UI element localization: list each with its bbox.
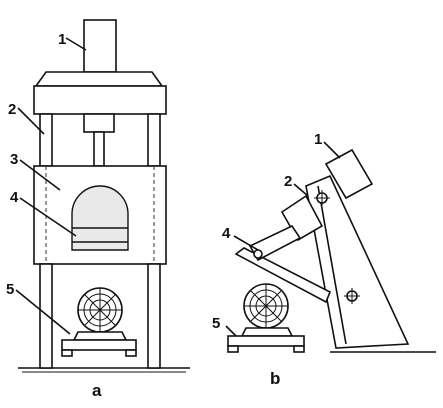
arm-pin bbox=[253, 249, 263, 259]
figure-b: 1 2 4 5 b bbox=[212, 131, 436, 388]
column-left-lower bbox=[39, 263, 53, 369]
callout-2-b: 2 bbox=[284, 173, 292, 190]
fan-stand-b bbox=[240, 327, 294, 337]
column-inner-edge bbox=[317, 185, 347, 345]
leader-2-b bbox=[293, 183, 309, 197]
piston-block bbox=[83, 113, 115, 133]
piston-rod bbox=[93, 131, 105, 167]
fan-stand bbox=[72, 331, 128, 341]
leader-2-a bbox=[17, 107, 45, 135]
fan-motor-b bbox=[227, 283, 305, 353]
column-right-upper bbox=[147, 113, 161, 167]
callout-2-a: 2 bbox=[8, 101, 16, 118]
arm-b bbox=[234, 247, 332, 304]
callout-4-b: 4 bbox=[222, 225, 231, 242]
leader-1-a bbox=[65, 37, 87, 51]
leader-5-a bbox=[15, 289, 71, 335]
cylinder-b bbox=[324, 148, 374, 200]
column-right-lower bbox=[147, 263, 161, 369]
leader-1-b bbox=[323, 141, 341, 159]
column-left-upper bbox=[39, 113, 53, 167]
leader-4-a bbox=[19, 197, 77, 237]
top-cap-plate bbox=[34, 71, 164, 87]
callout-1-a: 1 bbox=[58, 31, 66, 48]
callout-5-b: 5 bbox=[212, 315, 220, 332]
callout-1-b: 1 bbox=[314, 131, 322, 148]
figure-a: 1 2 3 4 5 a bbox=[6, 19, 190, 400]
callout-5-a: 5 bbox=[6, 281, 14, 298]
caption-b: b bbox=[270, 369, 280, 388]
fan-base-plate-b bbox=[227, 335, 305, 347]
top-beam bbox=[33, 85, 167, 115]
leader-5-b bbox=[225, 325, 237, 337]
cylinder-top bbox=[83, 19, 117, 73]
fan-motor-a bbox=[61, 287, 137, 357]
fan-base-plate bbox=[61, 339, 137, 351]
callout-4-a: 4 bbox=[10, 189, 19, 206]
leader-3-a bbox=[19, 159, 61, 191]
arched-window bbox=[71, 185, 129, 251]
callout-3-a: 3 bbox=[10, 151, 18, 168]
caption-a: a bbox=[92, 381, 102, 400]
leader-4-b bbox=[233, 235, 259, 251]
